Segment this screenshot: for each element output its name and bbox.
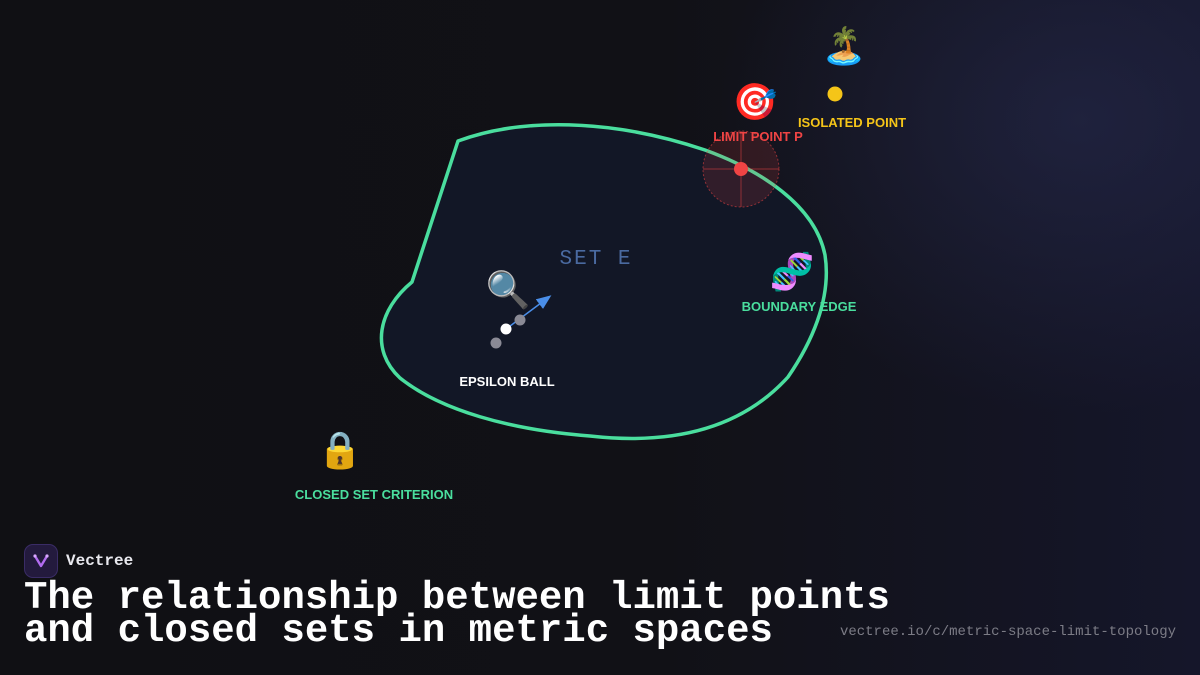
- epsilon-radius-arrow: [505, 295, 552, 330]
- isolated-point-label: ISOLATED POINT: [798, 115, 906, 130]
- headline: The relationship between limit points an…: [24, 576, 890, 653]
- epsilon-neighbor-dot: [490, 337, 502, 349]
- limit-point-dot: [734, 162, 748, 176]
- epsilon-ball-label: EPSILON BALL: [459, 374, 554, 389]
- brand-name: Vectree: [66, 552, 134, 570]
- boundary-edge-label: BOUNDARY EDGE: [742, 299, 857, 314]
- island-icon: 🏝️: [822, 25, 867, 67]
- source-url[interactable]: vectree.io/c/metric-space-limit-topology: [839, 624, 1176, 640]
- closed-set-label: CLOSED SET CRITERION: [295, 487, 453, 502]
- epsilon-neighbor-dot: [514, 314, 526, 326]
- set-e-label: SET E: [559, 248, 632, 271]
- headline-line-1: The relationship between limit points: [24, 576, 890, 620]
- isolated-point-dot: [827, 86, 843, 102]
- epsilon-center-dot: [500, 323, 512, 335]
- magnifier-icon: 🔍: [486, 267, 531, 311]
- brand: Vectree: [24, 544, 133, 578]
- lock-icon: 🔒: [318, 430, 363, 471]
- limit-point-label: LIMIT POINT P: [713, 129, 803, 144]
- set-e-region: [379, 122, 828, 441]
- vectree-logo-icon: [24, 544, 58, 578]
- dna-icon: 🧬: [770, 250, 815, 293]
- limit-point-icon: 🎯: [733, 82, 778, 123]
- headline-line-2: and closed sets in metric spaces: [24, 609, 773, 653]
